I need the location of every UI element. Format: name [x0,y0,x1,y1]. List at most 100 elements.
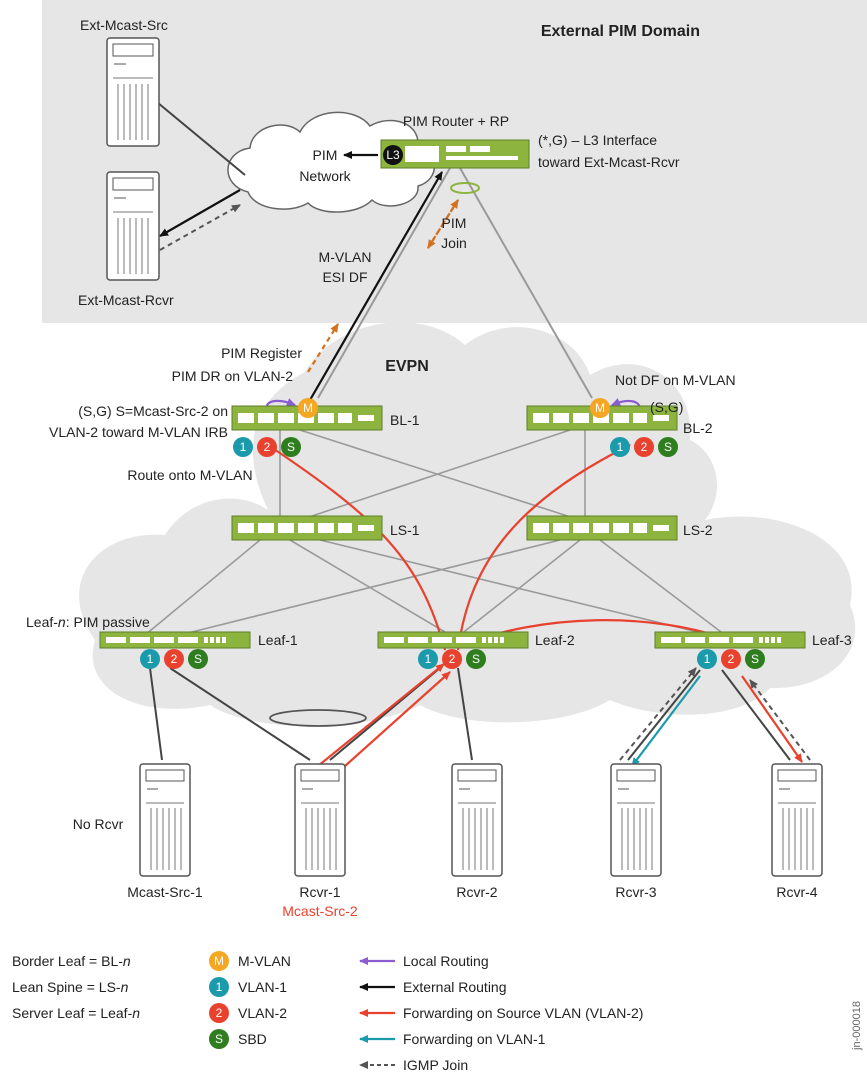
cloud-label-2: Network [299,168,351,184]
ext-src-link [151,97,246,176]
igmp-join-ext [159,204,241,251]
badge-label: 1 [216,980,223,994]
pim-register-label: PIM Register [221,345,302,361]
legend-vlan1-forwarding: Forwarding on VLAN-1 [359,1031,546,1047]
pim-join-line1: PIM [442,215,467,231]
badge-label: S [751,652,759,666]
badge-label: 1 [240,440,247,454]
legend-arrow-label: Local Routing [403,953,489,969]
leaf3-vlan2-badge: 2 [721,649,741,669]
igmp-join-rcvr4 [749,679,811,761]
badge-label: 2 [449,652,456,666]
badge-label: S [287,440,295,454]
legend-arrow-label: Forwarding on Source VLAN (VLAN-2) [403,1005,643,1021]
badge-label: 2 [171,652,178,666]
badge-label: M [595,401,605,415]
server-mcast-src-1-label: Mcast-Src-1 [127,884,203,900]
sg-left-line2: VLAN-2 toward M-VLAN IRB [49,424,228,440]
legend-badge-label: M-VLAN [238,953,291,969]
server-rcvr-4 [771,763,823,877]
leaf2-label: Leaf-2 [535,632,575,648]
leaf3-sbd-badge: S [745,649,765,669]
badge-label: 2 [641,440,648,454]
domain-title: External PIM Domain [541,23,700,40]
badge-label: 2 [216,1006,223,1020]
star-g-line1: (*,G) – L3 Interface [538,132,657,148]
badge-label: 2 [728,652,735,666]
badge-label: S [194,652,202,666]
bl2-sbd-badge: S [658,437,678,457]
legend-igmp-join: IGMP Join [359,1057,468,1073]
ls1-label: LS-1 [390,522,420,538]
leaf1-sbd-badge: S [188,649,208,669]
server-rcvr-2-label: Rcvr-2 [456,884,497,900]
l3-badge: L3 [383,145,403,165]
pim-dr-label: PIM DR on VLAN-2 [172,368,294,384]
mvlan-esi-line1: M-VLAN [319,249,372,265]
legend-badge-label: SBD [238,1031,267,1047]
bl2-vlan1-badge: 1 [610,437,630,457]
server-rcvr-1-sublabel: Mcast-Src-2 [282,903,358,919]
pim-router [380,139,530,169]
server-rcvr-4-label: Rcvr-4 [776,884,817,900]
server-rcvr-2 [451,763,503,877]
external-routing-arrow-bl1 [309,171,443,401]
esi-lag-rcvr1 [269,709,367,727]
leaf-n-label: Leaf-n: PIM passive [26,614,150,630]
legend-arrow-label: Forwarding on VLAN-1 [403,1031,546,1047]
sg-left-line1: (S,G) S=Mcast-Src-2 on [78,403,228,419]
server-rcvr-1 [294,763,346,877]
bl1-mvlan-badge: M [298,398,318,418]
pim-router-label: PIM Router + RP [403,113,509,129]
ls2-label: LS-2 [683,522,713,538]
bl2-uplink [459,167,593,399]
legend-external-routing: External Routing [359,979,507,995]
legend-left-text: Lean Spine = LS- [12,979,121,995]
leaf1-vlan2-badge: 2 [164,649,184,669]
leaf3-vlan1-badge: 1 [697,649,717,669]
cloud-label-1: PIM [313,147,338,163]
badge-label: 1 [425,652,432,666]
bl1-uplink [317,167,451,399]
switch-ls-1 [231,515,383,541]
switch-ls-2 [526,515,678,541]
legend-left-text: Server Leaf = Leaf- [12,1005,133,1021]
server-links [149,667,791,761]
ext-mcast-rcvr-server [106,171,160,281]
l3-badge-label: L3 [386,148,400,162]
vlan1-forwarding [631,675,701,767]
bl1-vlan1-badge: 1 [233,437,253,457]
badge-label: 1 [147,652,154,666]
bl2-label: BL-2 [683,420,713,436]
legend-arrow-label: IGMP Join [403,1057,468,1073]
pim-register-arrow [307,323,339,373]
legend-left-italic: n [123,953,131,969]
switch-leaf-1 [99,631,251,649]
bl1-vlan2-badge: 2 [257,437,277,457]
badge-label: 2 [264,440,271,454]
leaf2-vlan2-badge: 2 [442,649,462,669]
badge-label: M [303,401,313,415]
legend-arrow-label: External Routing [403,979,507,995]
bl1-label: BL-1 [390,412,420,428]
leaf-n-suffix: : PIM passive [66,614,150,630]
legend-left-0: Border Leaf = BL-n [12,953,131,969]
ext-mcast-rcvr-label: Ext-Mcast-Rcvr [78,292,174,308]
leaf-n-italic: n [58,614,66,630]
bl1-sbd-badge: S [281,437,301,457]
badge-label: 1 [617,440,624,454]
side-id: jn-000018 [851,1001,863,1051]
legend-vlan2-forwarding: Forwarding on Source VLAN (VLAN-2) [359,1005,643,1021]
legend-left-italic: n [121,979,129,995]
legend-left-2: Server Leaf = Leaf-n [12,1005,140,1021]
route-onto-label: Route onto M-VLAN [127,467,252,483]
leaf1-label: Leaf-1 [258,632,298,648]
mvlan-esi-line2: ESI DF [322,269,367,285]
leaf3-label: Leaf-3 [812,632,852,648]
vlan2-forwarding [267,444,803,767]
ext-mcast-src-label: Ext-Mcast-Src [80,17,168,33]
legend-left-italic: n [132,1005,140,1021]
